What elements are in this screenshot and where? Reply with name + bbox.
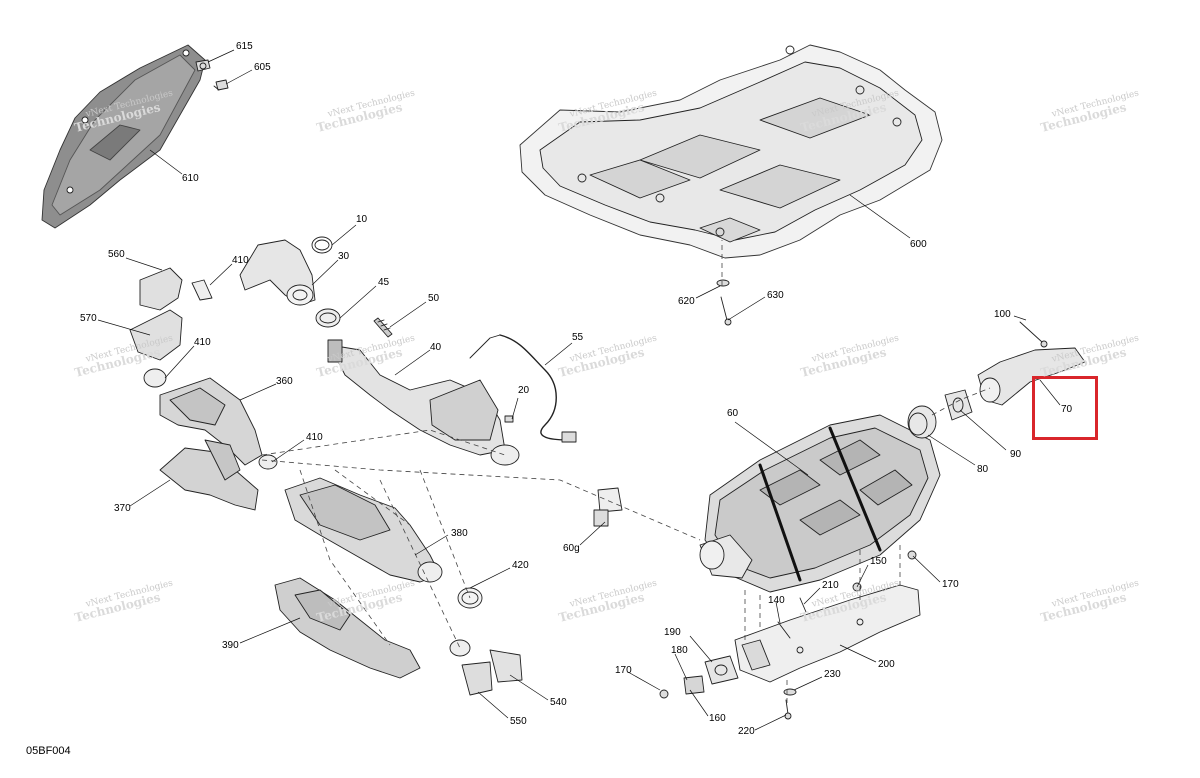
- label-615[interactable]: 615: [236, 41, 253, 52]
- gasket-10: [311, 236, 333, 254]
- label-630[interactable]: 630: [767, 290, 784, 301]
- label-600[interactable]: 600: [910, 239, 927, 250]
- label-170-b[interactable]: 170: [615, 665, 632, 676]
- washer-620: [716, 279, 730, 287]
- spring-50: [373, 317, 393, 338]
- oxygen-sensor-55: [469, 334, 577, 443]
- sleeve-410-a: [191, 279, 213, 301]
- ring-45: [315, 308, 341, 328]
- label-620[interactable]: 620: [678, 296, 695, 307]
- collector-380: [284, 477, 443, 583]
- label-370[interactable]: 370: [114, 503, 131, 514]
- label-180[interactable]: 180: [671, 645, 688, 656]
- label-30[interactable]: 30: [338, 251, 350, 262]
- bolt-100: [1019, 321, 1048, 348]
- label-20[interactable]: 20: [518, 385, 530, 396]
- sleeve-540: [489, 649, 523, 683]
- manifold-30: [239, 239, 316, 306]
- bolt-605: [213, 79, 229, 91]
- y-pipe-370: [159, 439, 259, 511]
- label-45[interactable]: 45: [378, 277, 390, 288]
- label-220[interactable]: 220: [738, 726, 755, 737]
- shield-390: [274, 577, 421, 679]
- shield-560: [139, 267, 183, 311]
- grommet-190: [704, 655, 739, 685]
- label-70[interactable]: 70: [1061, 404, 1073, 415]
- muffler-60: [699, 414, 941, 593]
- label-550[interactable]: 550: [510, 716, 527, 727]
- heat-shield-610: [41, 44, 206, 229]
- label-410-b[interactable]: 410: [194, 337, 211, 348]
- label-140[interactable]: 140: [768, 595, 785, 606]
- assembly-centerlines: [261, 240, 991, 705]
- plug-20: [504, 415, 514, 423]
- label-230[interactable]: 230: [824, 669, 841, 680]
- skid-plate-600: [519, 44, 943, 259]
- leader-lines: [97, 49, 1061, 731]
- tail-pipe-70: [977, 347, 1086, 406]
- bracket-200: [734, 584, 921, 683]
- label-390[interactable]: 390: [222, 640, 239, 651]
- exhaust-pipe-40: [327, 339, 520, 466]
- header-360: [159, 377, 263, 466]
- bolt-210: [799, 597, 807, 613]
- label-560[interactable]: 560: [108, 249, 125, 260]
- label-160[interactable]: 160: [709, 713, 726, 724]
- label-570[interactable]: 570: [80, 313, 97, 324]
- label-540[interactable]: 540: [550, 697, 567, 708]
- diagram-code: 05BF004: [26, 745, 71, 757]
- bolt-630: [720, 296, 732, 326]
- label-60g[interactable]: 60g: [563, 543, 580, 554]
- label-360[interactable]: 360: [276, 376, 293, 387]
- label-605[interactable]: 605: [254, 62, 271, 73]
- label-80[interactable]: 80: [977, 464, 989, 475]
- label-50[interactable]: 50: [428, 293, 440, 304]
- label-380[interactable]: 380: [451, 528, 468, 539]
- label-410-a[interactable]: 410: [232, 255, 249, 266]
- shield-570: [129, 309, 183, 361]
- clamp-60g: [593, 487, 623, 527]
- isolator-180: [683, 675, 705, 695]
- label-190[interactable]: 190: [664, 627, 681, 638]
- label-150[interactable]: 150: [870, 556, 887, 567]
- clamp-410-b: [143, 368, 167, 388]
- sleeve-80: [907, 405, 937, 439]
- label-40[interactable]: 40: [430, 342, 442, 353]
- label-100[interactable]: 100: [994, 309, 1011, 320]
- label-170-a[interactable]: 170: [942, 579, 959, 590]
- label-10[interactable]: 10: [356, 214, 368, 225]
- sleeve-550: [461, 661, 493, 696]
- label-60[interactable]: 60: [727, 408, 739, 419]
- gasket-90: [944, 389, 973, 421]
- clamp-410-c: [258, 454, 278, 470]
- bolt-140: [777, 621, 791, 639]
- label-210[interactable]: 210: [822, 580, 839, 591]
- clamp-550-upper: [449, 639, 471, 657]
- label-55[interactable]: 55: [572, 332, 584, 343]
- label-90[interactable]: 90: [1010, 449, 1022, 460]
- highlight-box-part-70: [1032, 376, 1098, 440]
- bolt-220: [784, 699, 792, 720]
- nut-170-b: [659, 689, 669, 699]
- label-200[interactable]: 200: [878, 659, 895, 670]
- label-420[interactable]: 420: [512, 560, 529, 571]
- label-610[interactable]: 610: [182, 173, 199, 184]
- fastener-615: [195, 59, 211, 72]
- label-410-c[interactable]: 410: [306, 432, 323, 443]
